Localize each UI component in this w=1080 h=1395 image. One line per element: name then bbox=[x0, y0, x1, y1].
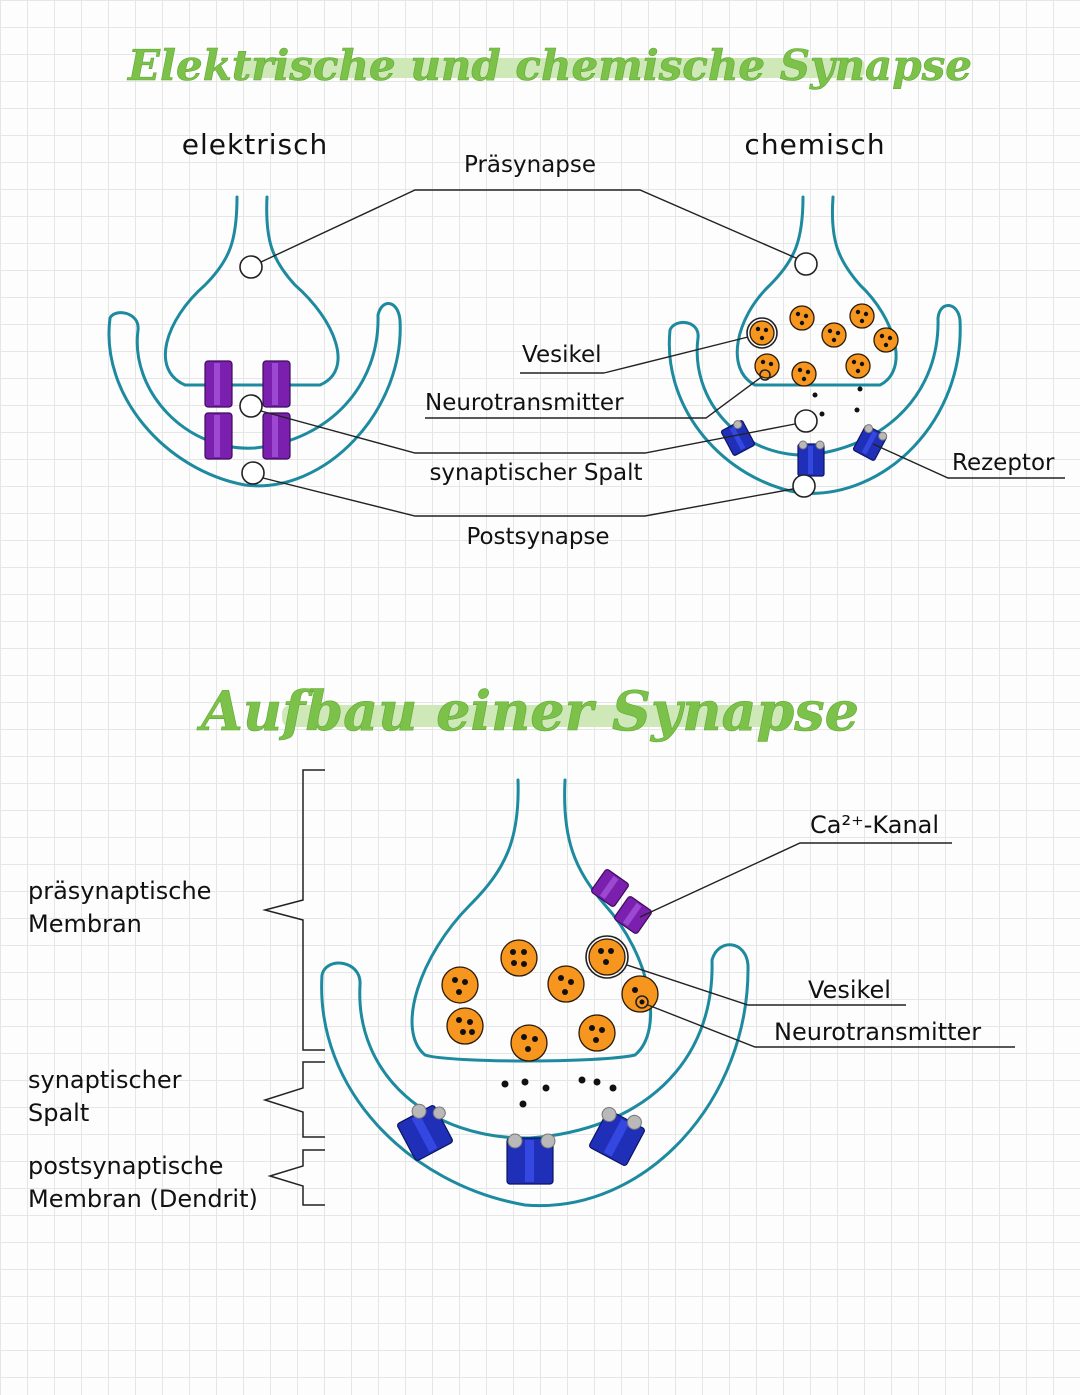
label-rezeptor: Rezeptor bbox=[952, 450, 1055, 476]
vesicle bbox=[849, 303, 875, 329]
gap-junction-stripe bbox=[214, 415, 220, 457]
chemical-vesicles bbox=[746, 303, 899, 387]
bottom-title: Aufbau einer Synapse bbox=[196, 679, 859, 743]
spalt-leader bbox=[260, 410, 796, 454]
spalt-brace bbox=[262, 1061, 325, 1138]
receptor bbox=[397, 1103, 453, 1161]
gap-junction-stripe bbox=[272, 415, 278, 457]
calcium-channel bbox=[591, 869, 629, 907]
vesicle bbox=[845, 353, 871, 379]
praesynapse-leader bbox=[260, 189, 797, 263]
vesicle bbox=[578, 1014, 616, 1052]
vesicle bbox=[446, 1007, 484, 1045]
vesikel-leader bbox=[603, 336, 749, 374]
label-bottom-vesikel: Vesikel bbox=[808, 976, 891, 1004]
postsynapse-leader bbox=[262, 477, 794, 517]
calcium-channels bbox=[591, 869, 652, 934]
vesicle bbox=[789, 305, 815, 331]
vesicle bbox=[547, 965, 585, 1003]
receptor bbox=[720, 420, 756, 456]
calcium-channel bbox=[614, 896, 652, 934]
bottom-vesicle-dots bbox=[452, 948, 638, 1052]
vesicle bbox=[754, 353, 780, 379]
label-neurotransmitter: Neurotransmitter bbox=[425, 390, 624, 416]
vesicle bbox=[500, 939, 538, 977]
praesynaptische-brace bbox=[262, 769, 325, 1051]
electrical-postsynapse-membrane bbox=[107, 302, 402, 488]
label-bottom-neurotransmitter: Neurotransmitter bbox=[774, 1018, 981, 1046]
bottom-vesikel-leader bbox=[626, 964, 906, 1006]
receptor bbox=[797, 440, 825, 477]
rezeptor-leader bbox=[872, 443, 1065, 479]
label-synaptischer-spalt: synaptischer Spalt bbox=[429, 460, 642, 486]
top-title-highlight bbox=[240, 58, 865, 78]
right-heading: chemisch bbox=[744, 128, 885, 161]
chemical-presynapse-marker bbox=[794, 252, 818, 276]
label-ca-kanal: Ca²⁺-Kanal bbox=[810, 811, 939, 839]
vesikel-marker-ring bbox=[746, 317, 778, 349]
electrical-presynapse-membrane bbox=[163, 195, 340, 387]
ca-kanal-leader bbox=[639, 842, 952, 918]
synapse-structure bbox=[320, 778, 750, 1208]
top-marker-circles bbox=[239, 252, 818, 498]
top-title-group: Elektrische und chemische Synapse bbox=[127, 41, 973, 91]
chemical-cleft-marker bbox=[794, 409, 818, 433]
bottom-neurotransmitter-leader bbox=[647, 1004, 1015, 1048]
label-postsynaptische: postsynaptische bbox=[28, 1152, 223, 1180]
vesicle bbox=[588, 938, 626, 976]
bottom-vesikel-marker-ring bbox=[585, 935, 629, 979]
bottom-vesicles bbox=[441, 935, 659, 1062]
label-membran-dendrit: Membran (Dendrit) bbox=[28, 1185, 258, 1213]
bottom-leader-lines bbox=[626, 842, 1015, 1048]
label-synaptischer: synaptischer bbox=[28, 1066, 182, 1094]
neurotransmitter-marker-ring bbox=[759, 369, 771, 381]
postsynaptic-dendrite-membrane bbox=[320, 943, 750, 1208]
bottom-neurotransmitter-marker-ring bbox=[635, 995, 649, 1009]
chemical-synapse bbox=[667, 195, 962, 495]
label-vesikel: Vesikel bbox=[522, 342, 602, 368]
electrical-synapse bbox=[107, 195, 402, 488]
vesicle bbox=[873, 327, 899, 353]
label-praesynaptische: präsynaptische bbox=[28, 877, 211, 905]
bottom-title-group: Aufbau einer Synapse bbox=[196, 679, 860, 744]
gap-junction-stripe bbox=[272, 363, 278, 405]
bottom-receptors bbox=[397, 1103, 645, 1185]
vesicle bbox=[821, 322, 847, 348]
vesicle bbox=[621, 975, 659, 1013]
vesicle-neurotransmitter-dots bbox=[755, 309, 893, 382]
electrical-presynapse-marker bbox=[239, 255, 263, 279]
chemical-postsynapse-marker bbox=[792, 474, 816, 498]
label-postsynapse: Postsynapse bbox=[466, 524, 609, 550]
electrical-cleft-marker bbox=[239, 394, 263, 418]
receptor bbox=[506, 1133, 556, 1185]
vesicle bbox=[441, 966, 479, 1004]
left-braces bbox=[262, 769, 325, 1206]
receptor bbox=[852, 424, 888, 461]
receptor bbox=[589, 1107, 645, 1166]
label-spalt: Spalt bbox=[28, 1099, 89, 1127]
vesicle bbox=[791, 361, 817, 387]
label-membran: Membran bbox=[28, 910, 142, 938]
postsynaptische-brace bbox=[267, 1149, 325, 1206]
receptors bbox=[720, 420, 888, 477]
released-neurotransmitters bbox=[812, 386, 863, 417]
bottom-title-highlight bbox=[282, 705, 787, 727]
vesicle bbox=[510, 1024, 548, 1062]
top-title: Elektrische und chemische Synapse bbox=[127, 41, 972, 90]
cleft-neurotransmitters bbox=[501, 1076, 617, 1108]
electrical-postsynapse-marker bbox=[241, 461, 265, 485]
label-praesynapse: Präsynapse bbox=[464, 152, 596, 178]
vesicle bbox=[749, 320, 775, 346]
chemical-presynapse-membrane bbox=[735, 195, 898, 387]
left-heading: elektrisch bbox=[182, 128, 328, 161]
chemical-postsynapse-membrane bbox=[667, 304, 962, 495]
neurotransmitter-leader bbox=[650, 377, 761, 419]
top-leader-lines bbox=[260, 189, 1065, 517]
gap-junction-channels bbox=[204, 360, 291, 460]
bottom-neurotransmitter-marker-dot bbox=[639, 999, 645, 1005]
gap-junction-stripe bbox=[214, 363, 220, 405]
